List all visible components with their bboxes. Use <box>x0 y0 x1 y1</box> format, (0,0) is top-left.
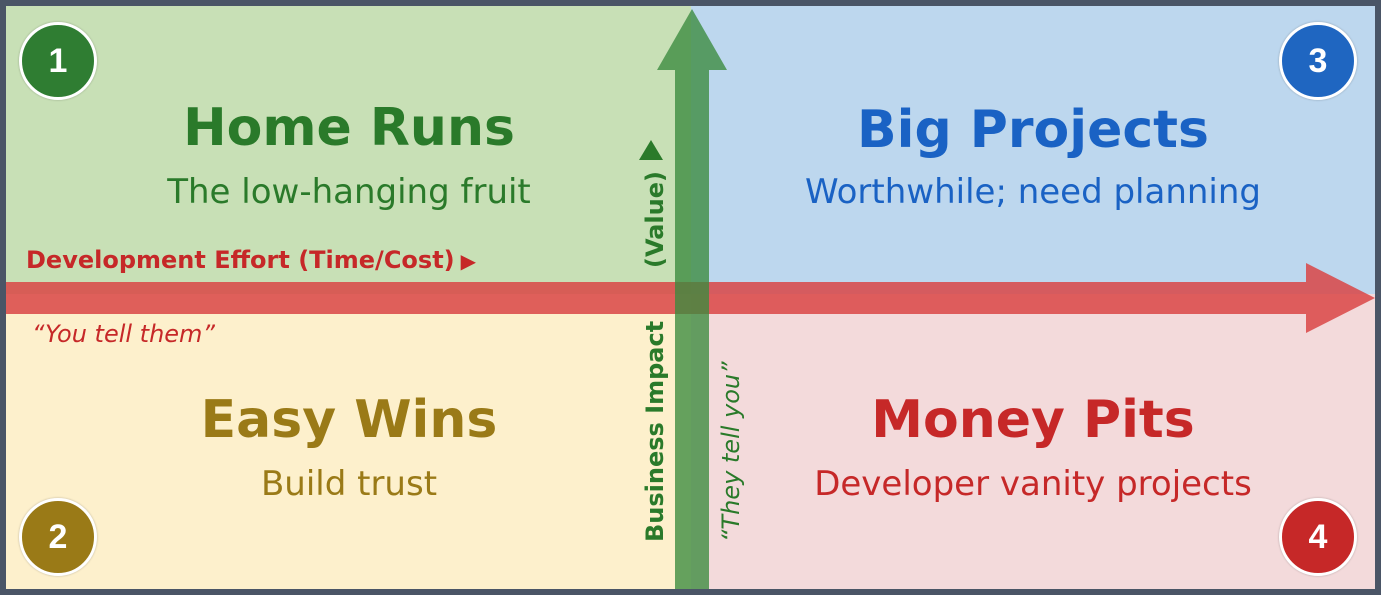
quadrant-number-badge-4: 4 <box>1279 498 1357 576</box>
quadrant-number-badge-1: 1 <box>19 22 97 100</box>
y-axis-arrow <box>657 9 727 589</box>
quadrant-home-runs <box>6 6 691 294</box>
home-runs-title: Home Runs <box>183 98 515 158</box>
triangle-right-icon: ▶ <box>460 249 477 273</box>
y-axis-value-label: (Value) <box>641 171 669 268</box>
big-projects-title: Big Projects <box>857 100 1209 160</box>
money-pits-subtitle: Developer vanity projects <box>814 464 1252 504</box>
y-axis-quote: “They tell you” <box>717 361 745 542</box>
home-runs-subtitle: The low-hanging fruit <box>167 172 531 212</box>
x-axis-label-group: Development Effort (Time/Cost)▶ <box>26 246 476 274</box>
easy-wins-title: Easy Wins <box>200 390 498 450</box>
easy-wins-subtitle: Build trust <box>260 464 438 504</box>
x-axis-label: Development Effort (Time/Cost) <box>26 246 455 274</box>
axis-arrows <box>6 9 1375 589</box>
x-axis-quote: “You tell them” <box>32 320 215 348</box>
y-axis-label: Business Impact <box>641 320 669 542</box>
quadrant-money-pits <box>691 294 1375 589</box>
quadrant-number-badge-2: 2 <box>19 498 97 576</box>
triangle-up-icon <box>639 140 663 160</box>
big-projects-subtitle: Worthwhile; need planning <box>804 172 1262 212</box>
quadrant-big-projects <box>691 6 1375 294</box>
money-pits-title: Money Pits <box>871 390 1195 450</box>
quadrant-easy-wins <box>6 294 691 589</box>
quadrant-diagram: 1 3 2 4 Home Runs The low-hanging fruit … <box>6 6 1375 589</box>
quadrant-number-badge-3: 3 <box>1279 22 1357 100</box>
